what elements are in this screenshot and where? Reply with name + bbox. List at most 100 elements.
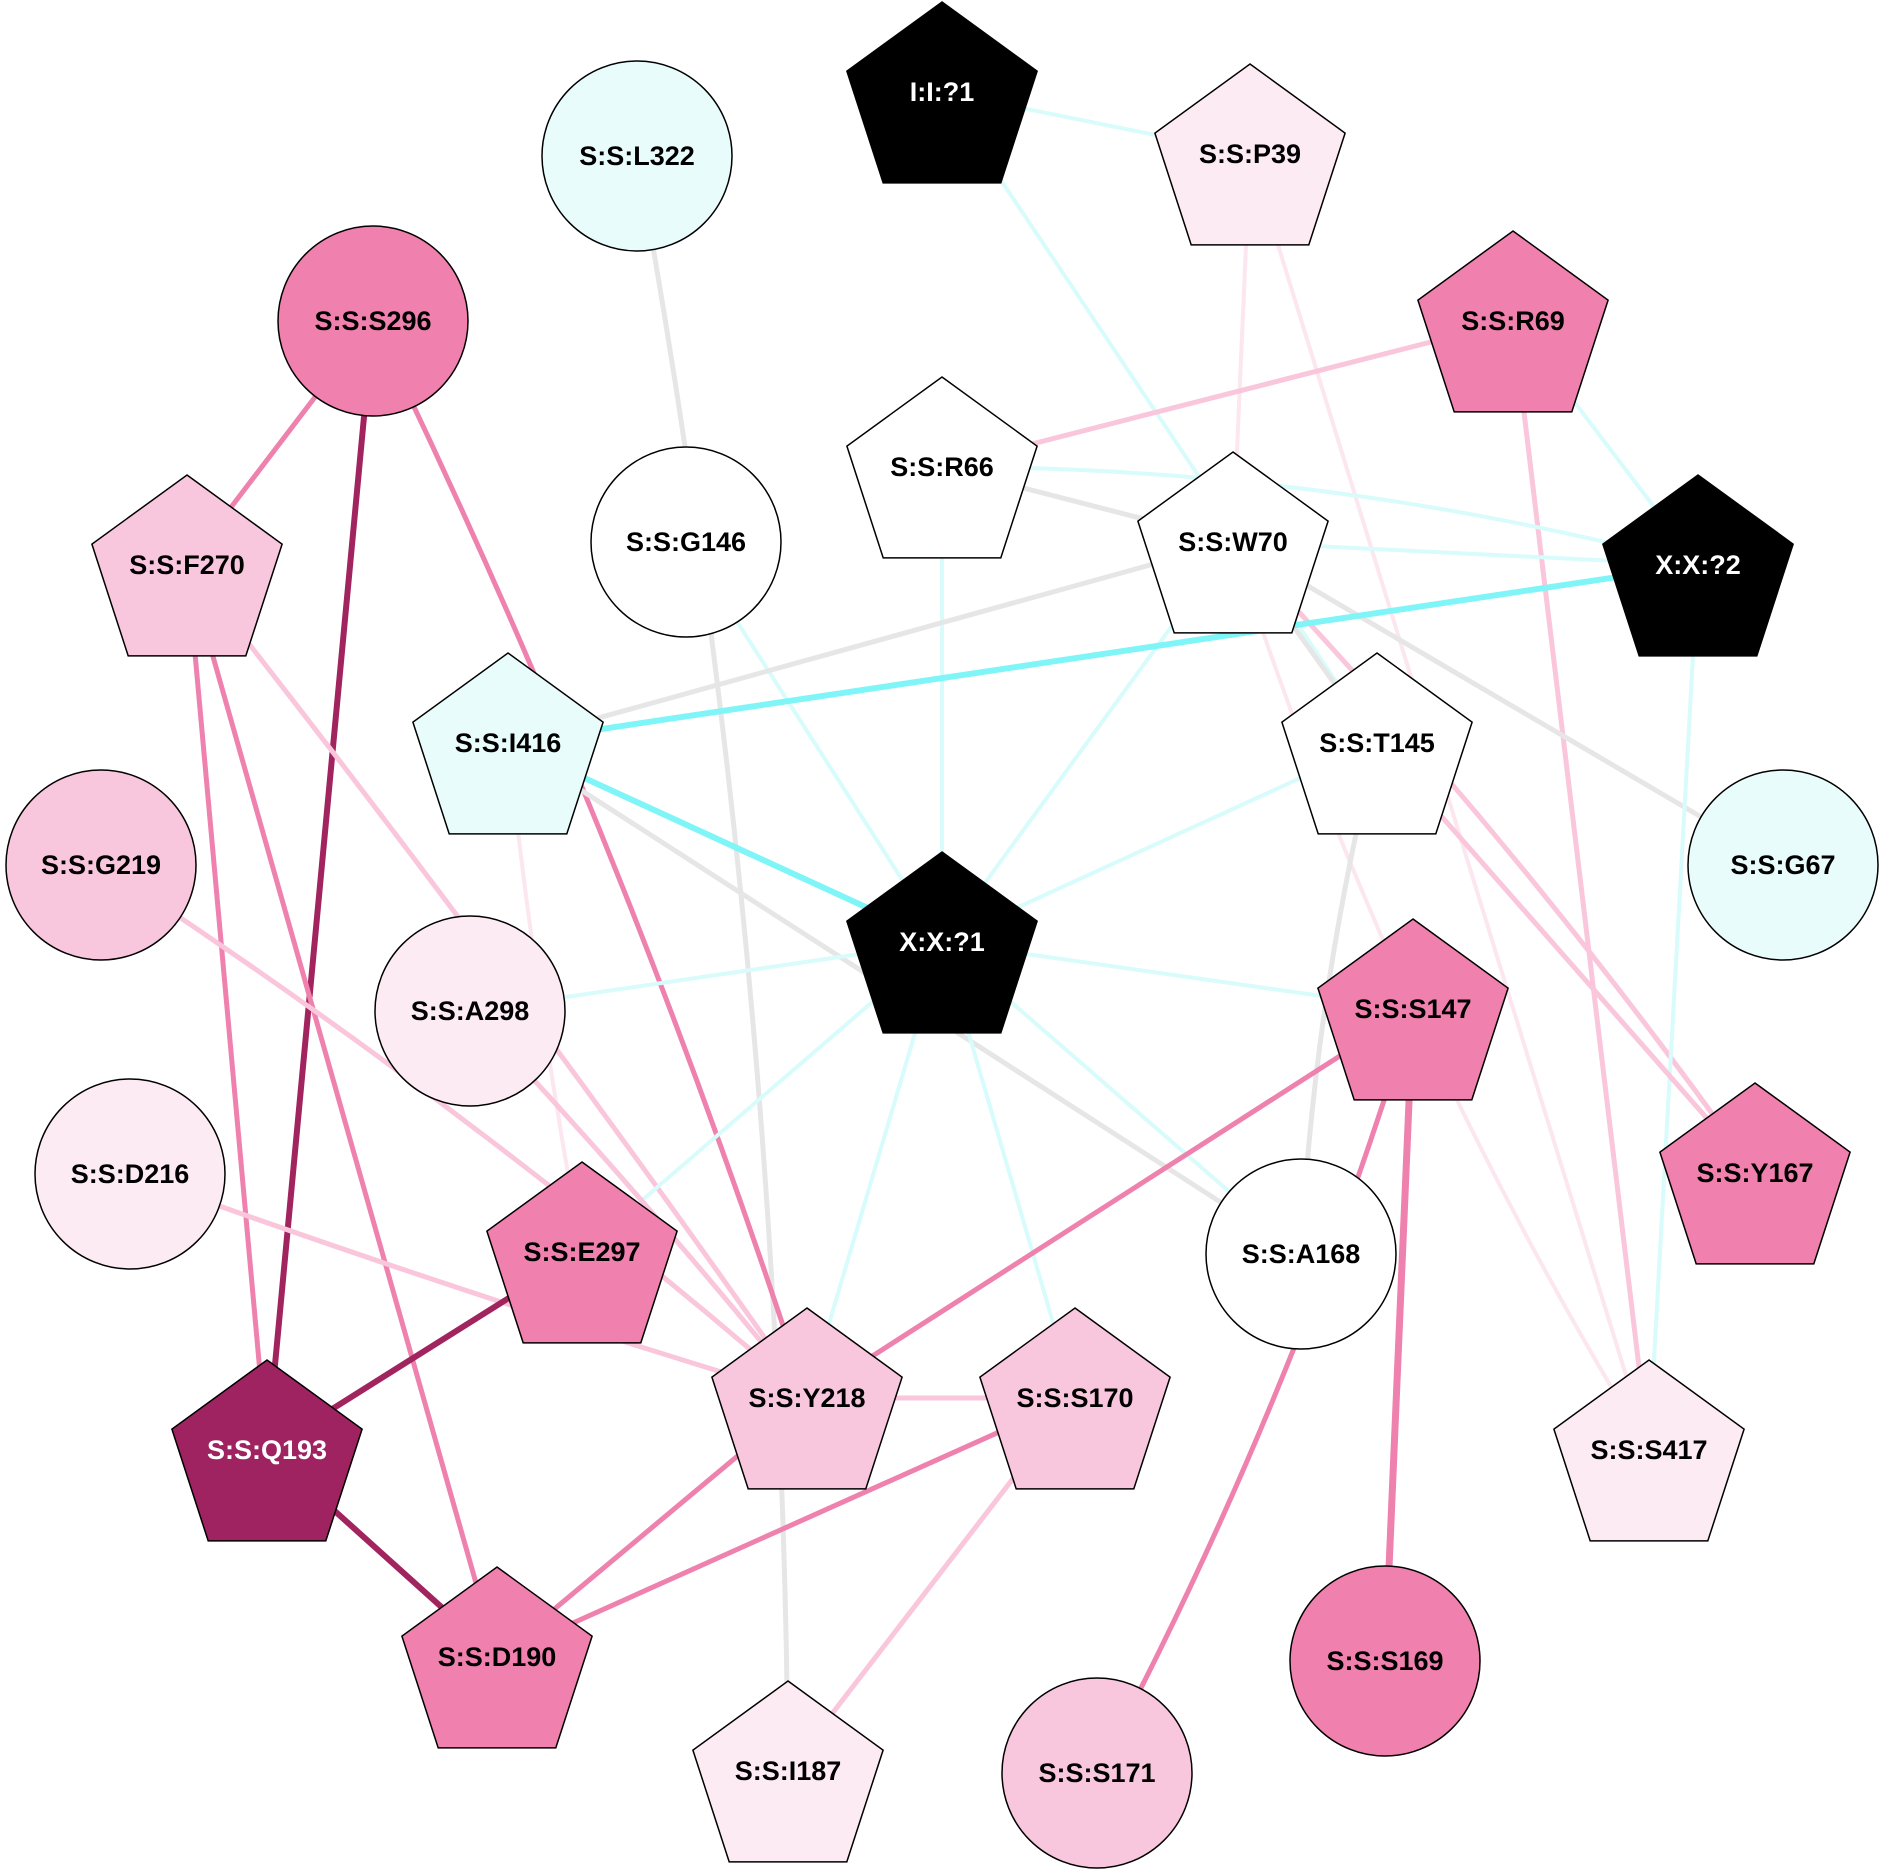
node-shape-s-s-s147 xyxy=(1317,918,1509,1101)
node-s-s-g146[interactable]: S:S:G146 xyxy=(590,446,782,638)
node-s-s-y218[interactable]: S:S:Y218 xyxy=(711,1307,903,1490)
node-i-i-1[interactable]: I:I:?1 xyxy=(846,1,1038,184)
node-label-s-s-i416: S:S:I416 xyxy=(455,728,562,758)
node-x-x-2[interactable]: X:X:?2 xyxy=(1602,474,1794,657)
edge-x-x-2-to-s-s-s417 xyxy=(1647,563,1700,1452)
node-shape-s-s-y167 xyxy=(1659,1082,1851,1265)
edge-s-s-l322-to-s-s-i187 xyxy=(634,153,791,1774)
node-s-s-i187[interactable]: S:S:I187 xyxy=(692,1680,884,1863)
node-s-s-g219[interactable]: S:S:G219 xyxy=(5,769,197,961)
node-label-s-s-g219: S:S:G219 xyxy=(41,850,161,880)
node-label-s-s-d216: S:S:D216 xyxy=(71,1159,190,1189)
node-label-x-x-2: X:X:?2 xyxy=(1655,550,1741,580)
node-shape-s-s-s417 xyxy=(1553,1359,1745,1542)
node-s-s-w70[interactable]: S:S:W70 xyxy=(1137,451,1329,634)
node-label-s-s-d190: S:S:D190 xyxy=(438,1642,557,1672)
edge-s-s-f270-to-s-s-q193 xyxy=(184,562,270,1453)
node-label-x-x-1: X:X:?1 xyxy=(899,927,985,957)
node-shape-s-s-g219 xyxy=(5,769,197,961)
node-shape-s-s-a168 xyxy=(1205,1158,1397,1350)
edge-i-i-1-to-s-s-t145 xyxy=(940,90,1379,745)
node-label-s-s-g67: S:S:G67 xyxy=(1730,850,1835,880)
node-label-s-s-s296: S:S:S296 xyxy=(314,306,431,336)
node-s-s-y167[interactable]: S:S:Y167 xyxy=(1659,1082,1851,1265)
node-label-s-s-s417: S:S:S417 xyxy=(1590,1435,1707,1465)
node-s-s-s171[interactable]: S:S:S171 xyxy=(1001,1677,1193,1869)
node-s-s-i416[interactable]: S:S:I416 xyxy=(412,652,604,835)
node-s-s-d216[interactable]: S:S:D216 xyxy=(34,1078,226,1270)
node-label-s-s-y218: S:S:Y218 xyxy=(748,1383,865,1413)
node-shape-x-x-1 xyxy=(846,851,1038,1034)
node-s-s-a298[interactable]: S:S:A298 xyxy=(374,915,566,1107)
node-shape-s-s-d190 xyxy=(401,1566,593,1749)
node-label-i-i-1: I:I:?1 xyxy=(910,77,975,107)
node-s-s-a168[interactable]: S:S:A168 xyxy=(1205,1158,1397,1350)
node-label-s-s-s169: S:S:S169 xyxy=(1326,1646,1443,1676)
node-shape-x-x-2 xyxy=(1602,474,1794,657)
node-x-x-1[interactable]: X:X:?1 xyxy=(846,851,1038,1034)
edge-x-x-2-to-s-s-i416 xyxy=(505,562,1701,746)
node-shape-s-s-f270 xyxy=(91,474,283,657)
node-s-s-r69[interactable]: S:S:R69 xyxy=(1417,230,1609,413)
node-s-s-d190[interactable]: S:S:D190 xyxy=(401,1566,593,1749)
node-shape-s-s-y218 xyxy=(711,1307,903,1490)
node-label-s-s-r66: S:S:R66 xyxy=(890,452,994,482)
node-shape-s-s-q193 xyxy=(171,1359,363,1542)
node-s-s-e297[interactable]: S:S:E297 xyxy=(486,1161,678,1344)
edge-s-s-s296-to-s-s-q193 xyxy=(264,318,376,1453)
node-shape-s-s-r66 xyxy=(846,376,1038,559)
node-shape-s-s-i187 xyxy=(692,1680,884,1863)
edge-s-s-g219-to-s-s-y218 xyxy=(98,862,810,1401)
node-label-s-s-y167: S:S:Y167 xyxy=(1696,1158,1813,1188)
edge-s-s-r69-to-s-s-r66 xyxy=(939,318,1516,470)
edge-s-s-r69-to-s-s-s417 xyxy=(1510,318,1652,1453)
node-shape-s-s-s296 xyxy=(277,225,469,417)
node-shape-s-s-a298 xyxy=(374,915,566,1107)
edge-s-s-s147-to-s-s-s171 xyxy=(1094,1006,1416,1776)
node-label-s-s-s171: S:S:S171 xyxy=(1038,1758,1155,1788)
node-s-s-s169[interactable]: S:S:S169 xyxy=(1289,1565,1481,1757)
node-shape-s-s-p39 xyxy=(1154,63,1346,246)
node-label-s-s-s170: S:S:S170 xyxy=(1016,1383,1133,1413)
edge-s-s-w70-to-s-s-i416 xyxy=(505,539,1236,746)
node-s-s-p39[interactable]: S:S:P39 xyxy=(1154,63,1346,246)
node-label-s-s-f270: S:S:F270 xyxy=(129,550,245,580)
node-shape-s-s-w70 xyxy=(1137,451,1329,634)
edge-s-s-s170-to-s-s-d190 xyxy=(494,1395,1078,1660)
node-shape-s-s-i416 xyxy=(412,652,604,835)
node-label-s-s-t145: S:S:T145 xyxy=(1319,728,1435,758)
edge-s-s-w70-to-s-s-g67 xyxy=(1230,539,1786,868)
edge-s-s-s296-to-s-s-y218 xyxy=(370,318,810,1401)
edge-s-s-s147-to-s-s-y218 xyxy=(804,1006,1416,1401)
node-s-s-s170[interactable]: S:S:S170 xyxy=(979,1307,1171,1490)
node-s-s-q193[interactable]: S:S:Q193 xyxy=(171,1359,363,1542)
node-s-s-r66[interactable]: S:S:R66 xyxy=(846,376,1038,559)
node-s-s-s417[interactable]: S:S:S417 xyxy=(1553,1359,1745,1542)
node-label-s-s-g146: S:S:G146 xyxy=(626,527,746,557)
node-shape-s-s-e297 xyxy=(486,1161,678,1344)
edge-s-s-w70-to-s-s-y167 xyxy=(1230,539,1758,1176)
node-shape-s-s-d216 xyxy=(34,1078,226,1270)
node-shape-i-i-1 xyxy=(846,1,1038,184)
node-label-s-s-p39: S:S:P39 xyxy=(1199,139,1301,169)
node-label-s-s-s147: S:S:S147 xyxy=(1354,994,1471,1024)
edge-s-s-d216-to-s-s-y218 xyxy=(127,1171,810,1401)
node-label-s-s-w70: S:S:W70 xyxy=(1178,527,1288,557)
node-label-s-s-i187: S:S:I187 xyxy=(735,1756,842,1786)
node-label-s-s-a298: S:S:A298 xyxy=(411,996,530,1026)
node-label-s-s-r69: S:S:R69 xyxy=(1461,306,1565,336)
node-label-s-s-l322: S:S:L322 xyxy=(579,141,695,171)
node-s-s-g67[interactable]: S:S:G67 xyxy=(1687,769,1879,961)
edge-s-s-s147-to-s-s-s169 xyxy=(1381,1005,1417,1665)
node-label-s-s-q193: S:S:Q193 xyxy=(207,1435,327,1465)
node-shape-s-s-r69 xyxy=(1417,230,1609,413)
node-shape-s-s-l322 xyxy=(541,60,733,252)
node-s-s-t145[interactable]: S:S:T145 xyxy=(1281,652,1473,835)
node-s-s-l322[interactable]: S:S:L322 xyxy=(541,60,733,252)
node-s-s-s147[interactable]: S:S:S147 xyxy=(1317,918,1509,1101)
node-s-s-s296[interactable]: S:S:S296 xyxy=(277,225,469,417)
node-label-s-s-e297: S:S:E297 xyxy=(523,1237,640,1267)
node-s-s-f270[interactable]: S:S:F270 xyxy=(91,474,283,657)
